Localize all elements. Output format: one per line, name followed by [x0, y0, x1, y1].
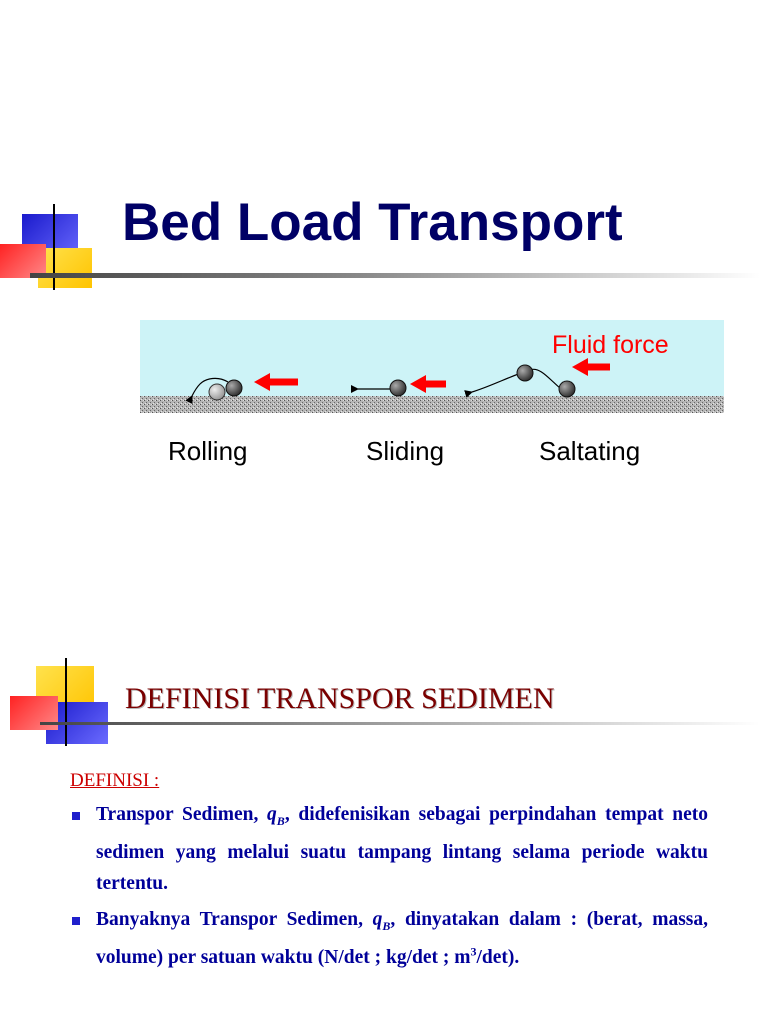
section-rule — [40, 722, 760, 725]
mode-label-saltating: Saltating — [539, 436, 641, 466]
deco-red-square — [0, 244, 46, 278]
definition-heading: DEFINISI : — [70, 770, 160, 791]
bed-load-diagram: Fluid force — [140, 320, 724, 415]
qb-letter: q — [267, 804, 277, 825]
header-decoration-2 — [0, 656, 120, 756]
qb-symbol: qB — [372, 909, 391, 933]
header-decoration-1 — [0, 200, 120, 300]
bullet-1-after: , didefenisikan sebagai perpindahan temp… — [96, 804, 708, 894]
deco-yellow-square — [38, 248, 92, 288]
rolling-illustration — [185, 373, 298, 405]
section-title: DEFINISI TRANSPOR SEDIMEN — [125, 682, 555, 715]
sediment-bed — [140, 396, 724, 413]
bullet-1-before: Transpor Sedimen, — [96, 804, 268, 825]
definition-bullet-1: Transpor Sedimen, qB, didefenisikan seba… — [96, 799, 708, 899]
title-rule — [30, 273, 760, 278]
bullet-2-tail: /det). — [476, 946, 520, 968]
diagram-svg: Fluid force — [140, 320, 724, 413]
definition-bullet-2: Banyaknya Transpor Sedimen, qB, dinyatak… — [96, 904, 708, 973]
mode-label-rolling: Rolling — [168, 436, 248, 466]
fluid-force-label: Fluid force — [552, 331, 669, 359]
qb-symbol: qB — [267, 804, 285, 828]
bullet-square-icon — [72, 812, 80, 820]
deco-vertical-line — [53, 204, 55, 290]
saltating-illustration — [464, 358, 610, 398]
bullet-2-before: Banyaknya Transpor Sedimen, — [96, 909, 373, 930]
slide-title: Bed Load Transport — [122, 193, 623, 252]
mode-label-sliding: Sliding — [366, 436, 445, 466]
bullet-2-after: , dinyatakan dalam : (berat, massa, volu… — [96, 909, 708, 968]
deco-vertical-line — [65, 658, 67, 746]
qb-letter: q — [372, 909, 383, 930]
bullet-square-icon — [72, 917, 80, 925]
cubic-superscript: 3 — [470, 944, 477, 959]
qb-subscript: B — [276, 813, 285, 828]
qb-subscript: B — [382, 918, 391, 933]
sliding-illustration — [351, 375, 446, 397]
